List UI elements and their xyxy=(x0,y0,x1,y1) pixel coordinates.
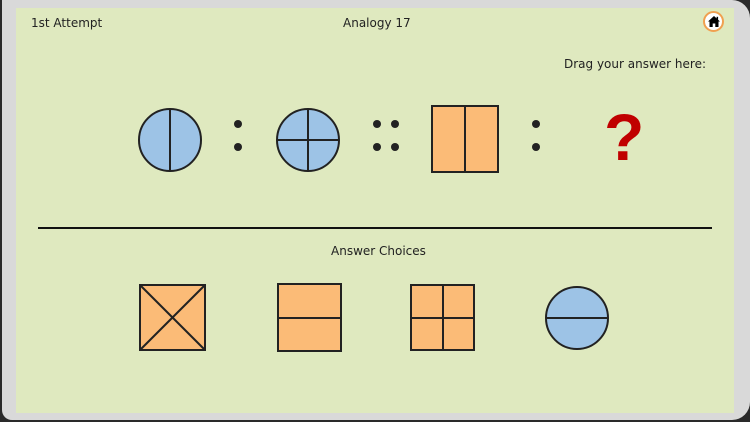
question-square-half xyxy=(431,105,499,173)
question-circle-quarters xyxy=(276,108,340,172)
answer-choices-heading: Answer Choices xyxy=(331,244,426,258)
answer-drop-target[interactable]: ? xyxy=(604,100,645,174)
ratio-colon-icon xyxy=(532,120,540,151)
analogy-double-colon-icon xyxy=(373,120,399,151)
drag-instruction: Drag your answer here: xyxy=(564,57,706,71)
game-panel xyxy=(16,8,734,413)
choice-rect-horizontal-half[interactable] xyxy=(277,283,343,353)
choice-circle-horizontal-half[interactable] xyxy=(544,285,610,351)
home-icon xyxy=(707,16,720,27)
attempt-label: 1st Attempt xyxy=(31,16,103,30)
ratio-colon-icon xyxy=(234,120,242,151)
page-title: Analogy 17 xyxy=(343,16,411,30)
choice-square-diagonals[interactable] xyxy=(139,284,207,352)
divider xyxy=(38,227,712,229)
question-circle-half xyxy=(138,108,202,172)
choice-square-quarters[interactable] xyxy=(410,284,476,352)
home-button[interactable] xyxy=(703,11,724,32)
